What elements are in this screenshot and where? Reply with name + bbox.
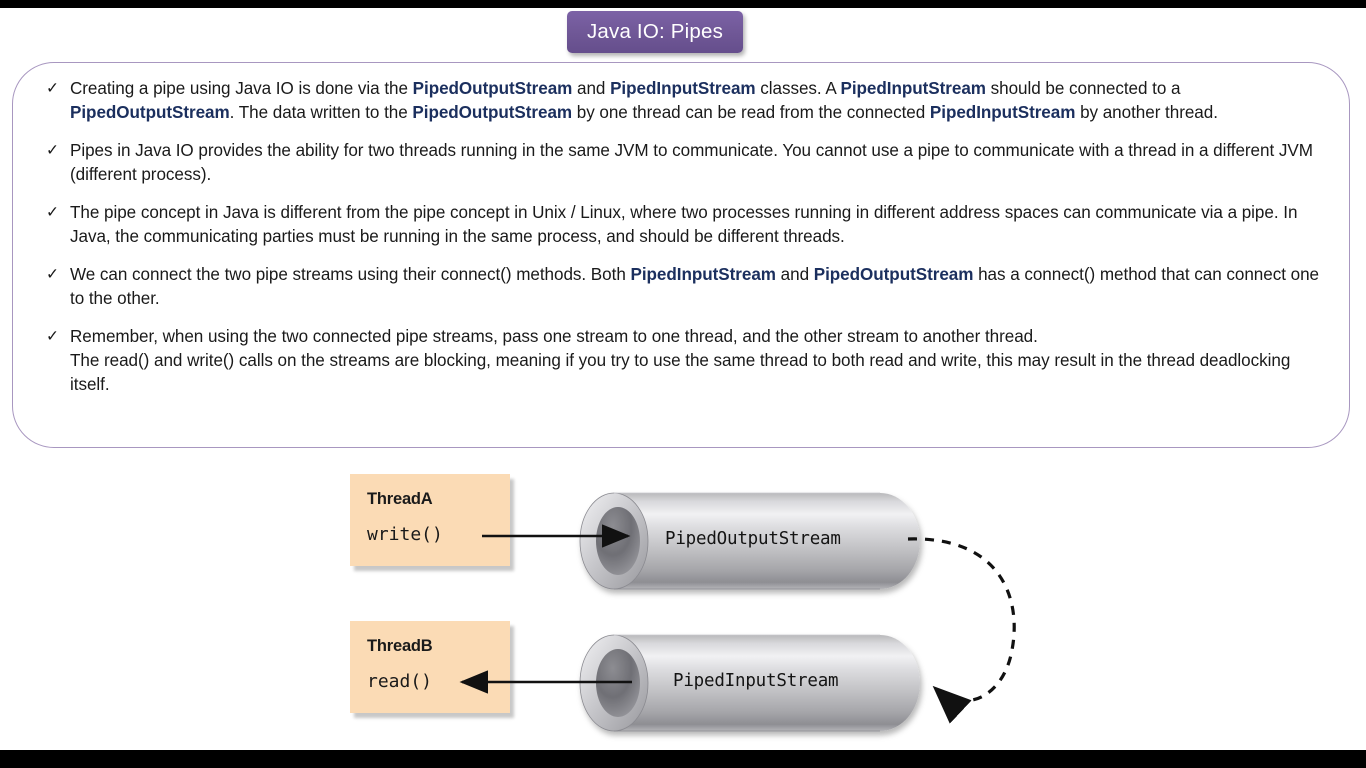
thread-b-call: read() xyxy=(367,671,433,692)
bullet-text: Remember, when using the two connected p… xyxy=(70,327,1291,394)
pipe-output-stream-label: PipedOutputStream xyxy=(665,529,841,549)
class-name: PipedInputStream xyxy=(630,265,776,285)
slide-title-badge: Java IO: Pipes xyxy=(567,11,743,53)
check-icon: ✓ xyxy=(46,328,59,346)
check-icon: ✓ xyxy=(46,80,59,97)
class-name: PipedInputStream xyxy=(929,102,1076,122)
slide-canvas: Java IO: Pipes ✓ Creating a pipe using Ja… xyxy=(0,8,1366,750)
check-icon: ✓ xyxy=(46,266,59,284)
thread-b-box: ThreadB read() xyxy=(350,621,510,713)
bullet-list: ✓ Creating a pipe using Java IO is done v… xyxy=(41,77,1331,397)
thread-a-title: ThreadA xyxy=(367,490,433,508)
class-name: PipedOutputStream xyxy=(813,265,974,285)
bullet-creating-pipe: ✓ Creating a pipe using Java IO is done v… xyxy=(41,77,1331,125)
class-name: PipedOutputStream xyxy=(412,79,573,98)
pipes-diagram: ThreadA write() ThreadB read() xyxy=(0,458,1366,750)
bullet-text: We can connect the two pipe streams usin… xyxy=(70,265,1319,309)
page-title: Java IO: Pipes xyxy=(586,20,724,43)
thread-a-call: write() xyxy=(367,524,443,545)
diagram-graphics xyxy=(459,492,1016,732)
thread-b-title: ThreadB xyxy=(367,637,433,655)
thread-a-box: ThreadA write() xyxy=(350,474,510,566)
bullet-text: Pipes in Java IO provides the ability fo… xyxy=(70,141,1313,184)
class-name: PipedOutputStream xyxy=(70,102,230,122)
bullet-blocking-warning: ✓ Remember, when using the two connected … xyxy=(41,325,1331,396)
bullet-text: The pipe concept in Java is different fr… xyxy=(70,203,1298,246)
class-name: PipedOutputStream xyxy=(412,102,573,122)
check-icon: ✓ xyxy=(46,204,59,222)
class-name: PipedInputStream xyxy=(610,79,756,98)
bullet-unix-difference: ✓ The pipe concept in Java is different f… xyxy=(41,201,1331,249)
bullet-connect-method: ✓ We can connect the two pipe streams usi… xyxy=(41,263,1331,311)
pipe-connection-dashed-arrow xyxy=(907,537,1016,724)
content-panel: ✓ Creating a pipe using Java IO is done v… xyxy=(12,62,1350,448)
pipe-input-stream-label: PipedInputStream xyxy=(673,671,839,691)
bullet-text: Creating a pipe using Java IO is done vi… xyxy=(70,79,1218,122)
bullet-same-jvm: ✓ Pipes in Java IO provides the ability f… xyxy=(41,139,1331,187)
check-icon: ✓ xyxy=(46,142,59,160)
class-name: PipedInputStream xyxy=(840,79,986,98)
